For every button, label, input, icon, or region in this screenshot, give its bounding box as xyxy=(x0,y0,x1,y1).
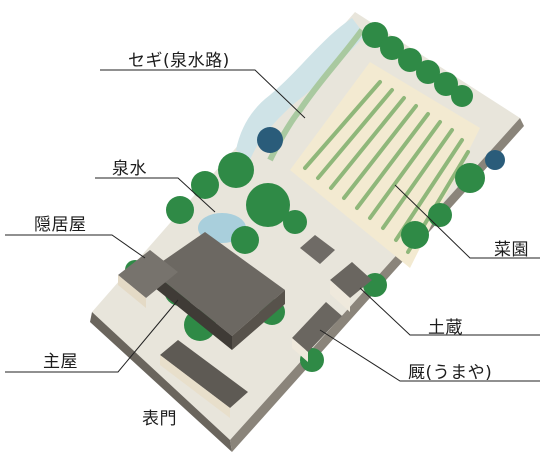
shed-roof xyxy=(300,235,335,264)
retirement-house-wall xyxy=(118,275,146,308)
storehouse-roof xyxy=(330,262,372,298)
main-house-wall-side xyxy=(232,290,285,350)
leader-segi xyxy=(100,69,306,119)
label-saien: 菜園 xyxy=(494,240,529,260)
storehouse-wall xyxy=(330,280,350,312)
stable-wall xyxy=(292,338,308,362)
leader-saien xyxy=(394,184,540,259)
label-dozou: 土蔵 xyxy=(428,318,463,338)
label-omotemon: 表門 xyxy=(142,409,177,429)
leader-omoya xyxy=(5,299,179,373)
label-sensui: 泉水 xyxy=(112,159,147,179)
main-house-wall xyxy=(150,270,232,350)
leader-dozou xyxy=(359,287,540,336)
label-umaya: 厩(うまや) xyxy=(408,363,493,383)
retirement-house-roof xyxy=(118,250,178,298)
garden-rows xyxy=(303,80,470,254)
main-house-roof xyxy=(150,232,285,336)
leader-umaya xyxy=(319,329,540,382)
label-omoya: 主屋 xyxy=(43,352,78,372)
label-segi: セギ(泉水路) xyxy=(128,51,230,71)
estate-edge xyxy=(90,312,232,452)
leader-lines xyxy=(5,69,540,382)
leader-sensui xyxy=(95,177,216,213)
water-channel xyxy=(236,18,365,160)
label-inkyoya: 隠居屋 xyxy=(34,215,87,235)
leader-inkyoya xyxy=(5,234,146,259)
stable-roof xyxy=(292,302,342,352)
front-gate-roof xyxy=(160,340,248,408)
front-gate-wall xyxy=(160,355,230,418)
